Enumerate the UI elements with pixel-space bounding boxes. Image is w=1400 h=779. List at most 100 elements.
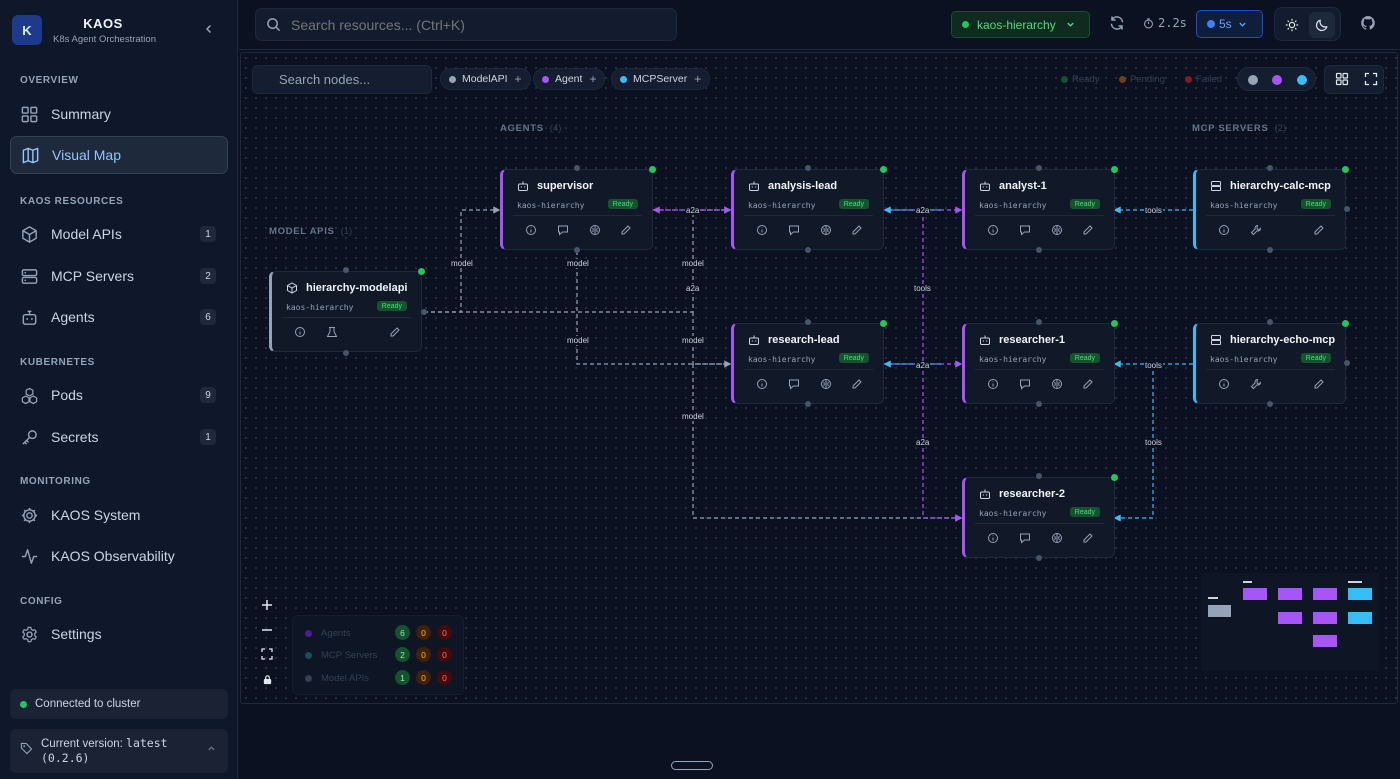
edit-icon[interactable]: [1313, 378, 1325, 390]
edit-icon[interactable]: [620, 224, 632, 236]
sidebar-item-agents[interactable]: Agents 6: [10, 298, 228, 336]
node-handle[interactable]: [805, 165, 811, 171]
github-icon[interactable]: [1360, 15, 1376, 31]
color-swatch-mcp[interactable]: [1297, 75, 1307, 85]
color-swatch-modelapi[interactable]: [1248, 75, 1258, 85]
wrench-icon[interactable]: [1250, 224, 1262, 236]
node-handle[interactable]: [1036, 165, 1042, 171]
chat-icon[interactable]: [1019, 378, 1031, 390]
node-handle[interactable]: [805, 247, 811, 253]
brand[interactable]: K KAOS K8s Agent Orchestration: [12, 15, 156, 45]
sidebar-item-model-apis[interactable]: Model APIs 1: [10, 215, 228, 253]
node-search[interactable]: Search nodes...: [252, 65, 432, 94]
dark-theme-button[interactable]: [1309, 12, 1335, 38]
memory-icon[interactable]: [820, 224, 832, 236]
test-icon[interactable]: [326, 326, 338, 338]
sidebar-item-summary[interactable]: Summary: [10, 95, 228, 133]
node-handle[interactable]: [1036, 247, 1042, 253]
grid-layout-icon[interactable]: [1335, 72, 1349, 86]
filter-chip-agent[interactable]: Agent +: [533, 68, 606, 90]
node-handle[interactable]: [343, 267, 349, 273]
zoom-out-button[interactable]: [255, 619, 279, 641]
filter-chip-modelapi[interactable]: ModelAPI +: [440, 68, 531, 90]
node-supervisor[interactable]: supervisor kaos-hierarchy Ready: [500, 166, 656, 250]
memory-icon[interactable]: [1051, 378, 1063, 390]
sidebar-item-visual-map[interactable]: Visual Map: [10, 136, 228, 174]
color-swatch-agent[interactable]: [1272, 75, 1282, 85]
chat-icon[interactable]: [1019, 532, 1031, 544]
node-handle[interactable]: [1344, 206, 1350, 212]
node-research-lead[interactable]: research-lead kaos-hierarchy Ready: [731, 320, 887, 404]
node-handle[interactable]: [1267, 247, 1273, 253]
node-researcher-2[interactable]: researcher-2 kaos-hierarchy Ready: [962, 474, 1118, 558]
edit-icon[interactable]: [851, 378, 863, 390]
node-handle[interactable]: [574, 247, 580, 253]
info-icon[interactable]: [1218, 378, 1230, 390]
edit-icon[interactable]: [1313, 224, 1325, 236]
node-handle[interactable]: [1267, 165, 1273, 171]
version-info[interactable]: Current version: latest (0.2.6): [10, 729, 228, 773]
sidebar-item-pods[interactable]: Pods 9: [10, 376, 228, 414]
minimap[interactable]: [1201, 573, 1379, 671]
memory-icon[interactable]: [820, 378, 832, 390]
node-handle[interactable]: [1267, 319, 1273, 325]
node-handle[interactable]: [574, 165, 580, 171]
node-analysis-lead[interactable]: analysis-lead kaos-hierarchy Ready: [731, 166, 887, 250]
edit-icon[interactable]: [389, 326, 401, 338]
sidebar-item-mcp-servers[interactable]: MCP Servers 2: [10, 257, 228, 295]
info-icon[interactable]: [1218, 224, 1230, 236]
node-hierarchy-calc-mcp[interactable]: hierarchy-calc-mcp kaos-hierarchy Ready: [1193, 166, 1349, 250]
refresh-interval-selector[interactable]: 5s: [1196, 10, 1263, 38]
node-handle[interactable]: [1036, 319, 1042, 325]
light-theme-button[interactable]: [1279, 12, 1305, 38]
chat-icon[interactable]: [788, 378, 800, 390]
info-icon[interactable]: [525, 224, 537, 236]
info-icon[interactable]: [987, 378, 999, 390]
info-icon[interactable]: [987, 532, 999, 544]
global-search-input[interactable]: [291, 16, 671, 33]
fit-view-button[interactable]: [255, 643, 279, 665]
scroll-indicator[interactable]: [671, 761, 713, 770]
memory-icon[interactable]: [1051, 224, 1063, 236]
edit-icon[interactable]: [851, 224, 863, 236]
node-handle[interactable]: [1267, 401, 1273, 407]
node-hierarchy-modelapi[interactable]: hierarchy-modelapi kaos-hierarchy Ready: [269, 268, 425, 352]
sidebar-item-kaos-observability[interactable]: KAOS Observability: [10, 537, 228, 575]
wrench-icon[interactable]: [1250, 378, 1262, 390]
node-hierarchy-echo-mcp[interactable]: hierarchy-echo-mcp kaos-hierarchy Ready: [1193, 320, 1349, 404]
theme-toggle[interactable]: [1274, 7, 1341, 41]
filter-chip-mcpserver[interactable]: MCPServer +: [611, 68, 711, 90]
lock-button[interactable]: [255, 668, 279, 690]
info-icon[interactable]: [756, 378, 768, 390]
chat-icon[interactable]: [1019, 224, 1031, 236]
node-handle[interactable]: [1036, 555, 1042, 561]
color-mode-selector[interactable]: [1237, 67, 1316, 91]
global-search[interactable]: [255, 8, 677, 41]
node-handle[interactable]: [805, 401, 811, 407]
info-icon[interactable]: [756, 224, 768, 236]
visual-map-canvas[interactable]: Search nodes... ModelAPI + Agent + MCPSe…: [240, 52, 1398, 704]
sidebar-item-secrets[interactable]: Secrets 1: [10, 418, 228, 456]
node-handle[interactable]: [805, 319, 811, 325]
collapse-sidebar-button[interactable]: [200, 20, 218, 38]
namespace-selector[interactable]: kaos-hierarchy: [951, 11, 1090, 38]
refresh-icon[interactable]: [1109, 15, 1125, 31]
edit-icon[interactable]: [1082, 378, 1094, 390]
node-researcher-1[interactable]: researcher-1 kaos-hierarchy Ready: [962, 320, 1118, 404]
chat-icon[interactable]: [557, 224, 569, 236]
info-icon[interactable]: [987, 224, 999, 236]
memory-icon[interactable]: [589, 224, 601, 236]
edit-icon[interactable]: [1082, 224, 1094, 236]
node-handle[interactable]: [343, 350, 349, 356]
edit-icon[interactable]: [1082, 532, 1094, 544]
zoom-in-button[interactable]: [255, 594, 279, 616]
fullscreen-icon[interactable]: [1364, 72, 1378, 86]
sidebar-item-kaos-system[interactable]: KAOS System: [10, 496, 228, 534]
node-handle[interactable]: [1036, 401, 1042, 407]
info-icon[interactable]: [294, 326, 306, 338]
node-handle[interactable]: [1036, 473, 1042, 479]
node-analyst-1[interactable]: analyst-1 kaos-hierarchy Ready: [962, 166, 1118, 250]
chat-icon[interactable]: [788, 224, 800, 236]
node-handle[interactable]: [1344, 360, 1350, 366]
memory-icon[interactable]: [1051, 532, 1063, 544]
